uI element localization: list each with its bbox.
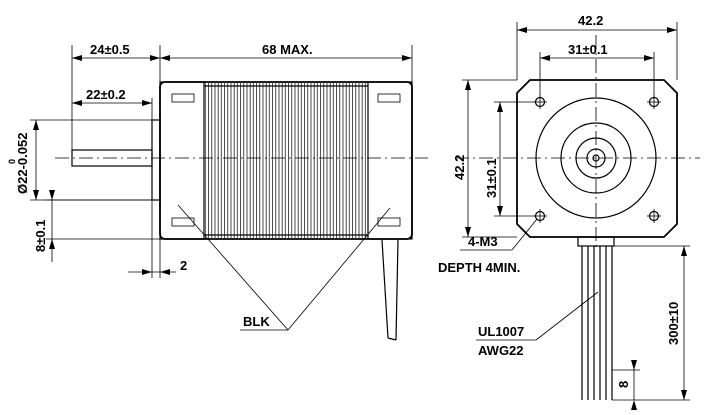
arrow [517, 27, 527, 33]
arrow [150, 55, 160, 61]
thread-label: 4-M3 [468, 234, 498, 249]
dim-pilot-offset: 8±0.1 [33, 220, 48, 252]
dim-hole-spacing-h: 31±0.1 [568, 42, 608, 57]
arrow [142, 100, 152, 106]
arrow [540, 55, 550, 61]
front-cap [159, 81, 205, 240]
pilot-boss [151, 119, 161, 201]
arrow [497, 206, 503, 216]
arrow [160, 269, 170, 275]
blk-label: BLK [243, 314, 270, 329]
dim-frame-width: 42.2 [578, 13, 603, 28]
front-cap-recess-bottom [171, 217, 195, 227]
arrow [160, 55, 170, 61]
arrow [33, 120, 39, 130]
stator-fins [205, 83, 367, 238]
rear-cap [367, 81, 413, 240]
front-view: 42.2 31±0.1 42.2 31±0.1 4-M3 DEPTH 4MIN.… [438, 13, 700, 410]
arrow [681, 246, 687, 256]
arrow [667, 27, 677, 33]
front-frame [516, 79, 678, 238]
side-lead-end [387, 337, 397, 341]
rear-cap-recess-top [377, 93, 401, 103]
shaft-center [592, 154, 600, 162]
wire-type-label: UL1007 [478, 324, 524, 339]
arrow [402, 55, 412, 61]
arrow [465, 227, 471, 237]
boss-outer-circle [535, 97, 657, 219]
arrow [72, 55, 82, 61]
thread-leader [511, 218, 538, 251]
arrow [497, 102, 503, 112]
dim-frame-height: 42.2 [452, 155, 467, 180]
dim-pilot-diameter: Ø22-0.052 [15, 133, 30, 194]
arrow [49, 239, 55, 249]
dim-shaft-flat: 22±0.2 [86, 87, 126, 102]
arrow [33, 190, 39, 200]
front-cap-recess-top [171, 93, 195, 103]
side-view: BLK 24±0.5 68 MAX. 22±0.2 Ø22-0.052 0 [7, 42, 428, 341]
arrow [49, 190, 55, 200]
dim-lead-length: 300±10 [666, 302, 681, 345]
arrow [142, 269, 152, 275]
mount-holes [533, 95, 661, 223]
arrow [631, 360, 637, 370]
dim-pilot-tol-upper: 0 [7, 159, 17, 164]
arrow [72, 100, 82, 106]
dim-body-length: 68 MAX. [262, 42, 313, 57]
depth-label: DEPTH 4MIN. [438, 260, 520, 275]
dim-flange: 2 [180, 258, 187, 273]
boss-circle [560, 122, 632, 194]
wire-leader [535, 291, 599, 341]
side-lead-left [381, 239, 389, 339]
arrow [644, 55, 654, 61]
dim-hole-spacing-v: 31±0.1 [484, 158, 499, 198]
arrow [631, 400, 637, 410]
side-lead-right [395, 239, 399, 341]
lead-connector [577, 236, 615, 247]
dim-shaft-length: 24±0.5 [90, 42, 130, 57]
wire-gauge-label: AWG22 [478, 343, 524, 358]
lead-wires [581, 246, 613, 400]
pilot-circle [575, 137, 617, 179]
arrow [465, 80, 471, 90]
dim-strip: 8 [616, 381, 631, 388]
rear-cap-recess-bottom [377, 217, 401, 227]
shaft-circle [586, 148, 606, 168]
arrow [681, 390, 687, 400]
